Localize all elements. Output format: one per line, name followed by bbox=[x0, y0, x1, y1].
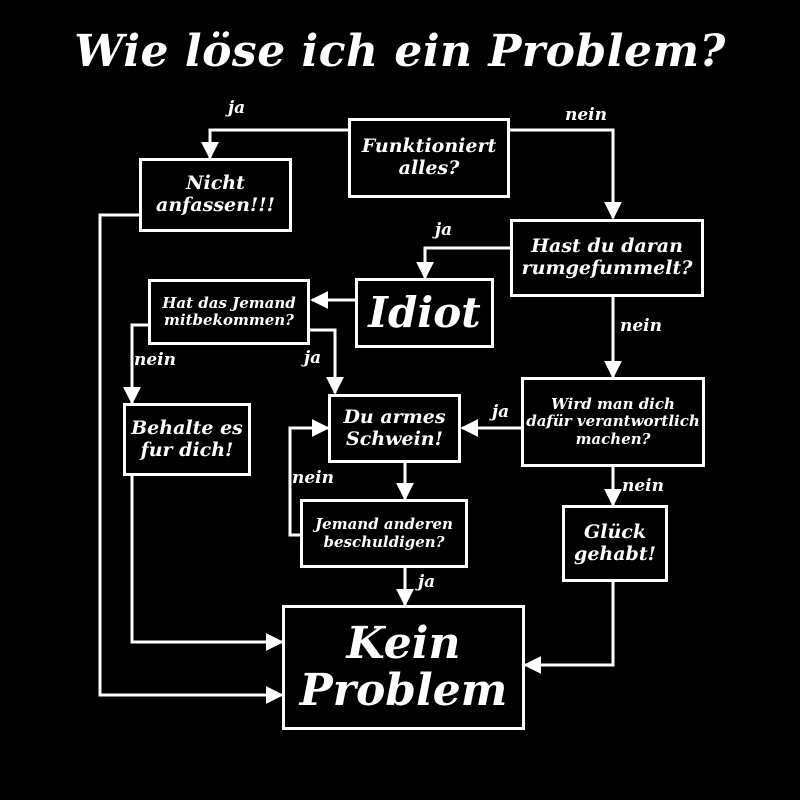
label-funktioniert-nein: nein bbox=[565, 105, 607, 125]
node-nicht-anfassen: Nicht anfassen!!! bbox=[139, 158, 292, 232]
label-verantwortlich-ja: ja bbox=[492, 402, 510, 422]
label-rumgefummelt-nein: nein bbox=[620, 316, 662, 336]
node-glueck: Glück gehabt! bbox=[562, 505, 668, 582]
label-beschuldigen-ja: ja bbox=[418, 572, 436, 592]
edge-beschuldigen-nein bbox=[288, 419, 330, 537]
edge-mitbekommen-ja bbox=[308, 328, 344, 395]
label-mitbekommen-ja: ja bbox=[304, 348, 322, 368]
node-rumgefummelt: Hast du daran rumgefummelt? bbox=[510, 219, 704, 297]
label-verantwortlich-nein: nein bbox=[622, 476, 664, 496]
node-idiot: Idiot bbox=[355, 278, 494, 348]
node-funktioniert: Funktioniert alles? bbox=[348, 118, 510, 198]
label-beschuldigen-nein: nein bbox=[292, 468, 334, 488]
edge-rumgefummelt-ja bbox=[416, 246, 512, 280]
node-kein-problem: Kein Problem bbox=[282, 605, 525, 730]
page-title: Wie löse ich ein Problem? bbox=[74, 26, 726, 77]
node-verantwortlich: Wird man dich dafür verantwortlich mache… bbox=[521, 377, 705, 467]
edge-glueck-to-kein-problem bbox=[523, 582, 615, 674]
node-beschuldigen: Jemand anderen beschuldigen? bbox=[300, 499, 468, 568]
edge-funktioniert-ja bbox=[201, 128, 350, 160]
label-rumgefummelt-ja: ja bbox=[435, 220, 453, 240]
edge-funktioniert-nein bbox=[508, 128, 622, 220]
node-armes-schwein: Du armes Schwein! bbox=[328, 394, 461, 463]
node-jemand-mitbekommen: Hat das Jemand mitbekommen? bbox=[148, 279, 310, 345]
label-funktioniert-ja: ja bbox=[228, 98, 246, 118]
label-mitbekommen-nein: nein bbox=[134, 350, 176, 370]
node-behalte: Behalte es fur dich! bbox=[123, 403, 251, 476]
edge-anfassen-to-kein-problem bbox=[98, 213, 284, 704]
edge-behalte-to-kein-problem bbox=[130, 476, 284, 651]
edge-mitbekommen-nein bbox=[123, 323, 150, 405]
